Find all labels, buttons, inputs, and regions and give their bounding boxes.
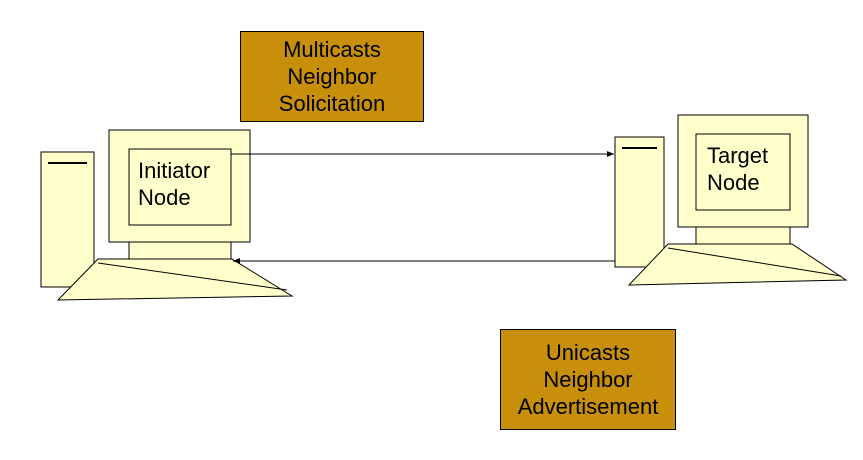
target-keyboard	[627, 243, 848, 286]
target-computer	[614, 114, 848, 286]
solicitation-line1: Multicasts	[283, 37, 381, 62]
initiator-screen	[128, 148, 232, 226]
target-keyboard-line	[667, 247, 842, 277]
initiator-tower	[40, 151, 95, 288]
target-label-line1: Target	[707, 143, 769, 168]
target-screen	[695, 133, 791, 211]
solicitation-line3: Solicitation	[278, 91, 386, 116]
initiator-label-line1: Initiator	[138, 158, 211, 183]
advertisement-line3: Advertisement	[517, 394, 659, 419]
initiator-computer	[40, 129, 294, 301]
initiator-keyboard	[56, 258, 294, 301]
initiator-monitor-stand	[128, 241, 232, 260]
initiator-keyboard-line	[97, 262, 288, 291]
advertisement-line2: Neighbor	[543, 367, 633, 392]
solicitation-label-box: Multicasts Neighbor Solicitation	[240, 31, 424, 122]
target-tower	[614, 136, 665, 268]
initiator-node-label: Initiator Node	[138, 157, 210, 211]
solicitation-line2: Neighbor	[287, 64, 377, 89]
advertisement-label-box: Unicasts Neighbor Advertisement	[500, 329, 676, 430]
advertisement-line1: Unicasts	[545, 340, 631, 365]
initiator-label-line2: Node	[138, 185, 191, 210]
target-monitor-stand	[695, 226, 791, 245]
target-node-label: Target Node	[707, 142, 768, 196]
target-label-line2: Node	[707, 170, 760, 195]
